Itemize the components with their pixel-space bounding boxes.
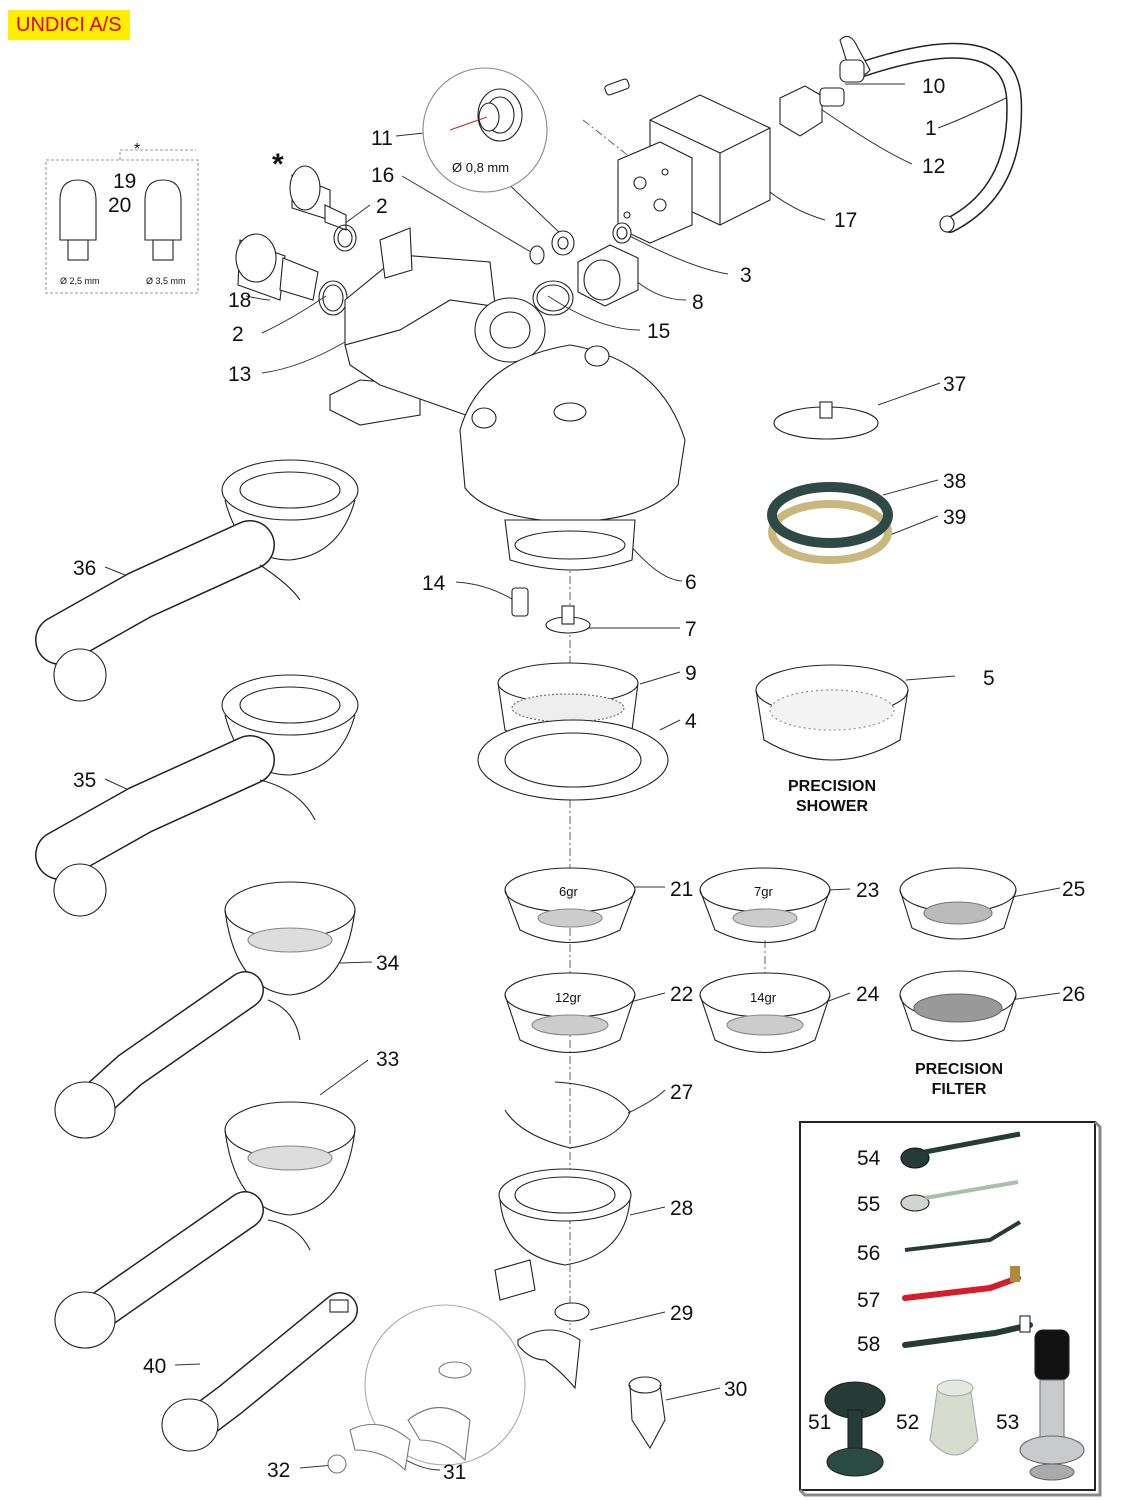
portafilter-36	[35, 459, 359, 702]
callout-20: 20	[108, 194, 132, 217]
callout-34: 34	[376, 952, 400, 975]
callout-36: 36	[73, 557, 97, 580]
callout-31: 31	[443, 1461, 467, 1484]
callout-23: 23	[856, 879, 880, 902]
jet-asterisk: *	[272, 148, 284, 181]
handle-40	[161, 1292, 358, 1452]
callout-53: 53	[996, 1411, 1020, 1434]
callout-18: 18	[228, 289, 252, 312]
callout-38: 38	[943, 470, 967, 493]
callout-3: 3	[740, 264, 752, 287]
callout-28: 28	[670, 1197, 694, 1220]
callout-30: 30	[724, 1378, 748, 1401]
gaskets-38-39	[767, 482, 893, 564]
callout-52: 52	[896, 1411, 920, 1434]
callout-57: 57	[857, 1289, 881, 1312]
callout-35: 35	[73, 769, 97, 792]
callout-21: 21	[670, 878, 694, 901]
callout-54: 54	[857, 1147, 881, 1170]
spout-30	[628, 1376, 666, 1450]
callout-10: 10	[922, 75, 946, 98]
callout-2-bottom: 2	[232, 323, 244, 346]
caption-precision-filter: PRECISION FILTER	[914, 1061, 1003, 1098]
jet-diameter-08: Ø 0,8 mm	[452, 160, 510, 175]
callout-55: 55	[857, 1193, 881, 1216]
callout-29: 29	[670, 1302, 694, 1325]
inset-asterisk: *	[134, 141, 141, 158]
group-head-6	[459, 344, 686, 571]
caption-precision-shower: PRECISION SHOWER	[787, 778, 876, 815]
callout-7: 7	[685, 618, 697, 641]
jet-diameter-35: Ø 3,5 mm	[146, 276, 186, 286]
filter-baskets	[504, 867, 1017, 1053]
callout-39: 39	[943, 506, 967, 529]
callout-5: 5	[983, 667, 995, 690]
callout-26: 26	[1062, 983, 1086, 1006]
spout-29	[517, 1302, 590, 1390]
callout-13: 13	[228, 363, 252, 386]
model-title: UNDICI A/S	[8, 10, 130, 40]
callout-27: 27	[670, 1081, 694, 1104]
fitting-12	[779, 85, 845, 137]
basket-14gr: 14gr	[750, 990, 777, 1005]
spout-housing-28	[494, 1168, 632, 1301]
callout-22: 22	[670, 983, 694, 1006]
callout-11: 11	[371, 127, 393, 150]
hose-clamp-10	[839, 35, 871, 83]
callout-37: 37	[943, 373, 967, 396]
jet-magnifier	[422, 67, 548, 193]
callout-1: 1	[925, 117, 937, 140]
portafilter-34	[54, 881, 356, 1139]
spring-27	[504, 1081, 631, 1149]
precision-shower-5	[755, 664, 909, 761]
callout-24: 24	[856, 983, 880, 1006]
callout-2-top: 2	[376, 195, 388, 218]
basket-6gr: 6gr	[559, 884, 578, 899]
jet-diameter-25: Ø 2,5 mm	[60, 276, 100, 286]
callout-6: 6	[685, 571, 697, 594]
portafilter-33	[54, 1101, 356, 1349]
jets-18-19-20	[235, 165, 357, 316]
shower-parts	[477, 587, 669, 801]
callout-16: 16	[371, 164, 395, 187]
spout-31-32	[327, 1304, 526, 1474]
solenoid-valve-17	[604, 78, 771, 244]
callout-8: 8	[692, 291, 704, 314]
callout-58: 58	[857, 1333, 881, 1356]
callout-32: 32	[267, 1459, 291, 1482]
jet-inset	[45, 149, 199, 294]
callout-51: 51	[808, 1411, 832, 1434]
callout-17: 17	[834, 209, 858, 232]
accessories-box	[798, 1120, 1102, 1497]
callout-19: 19	[113, 170, 137, 193]
basket-7gr: 7gr	[754, 884, 773, 899]
diffuser-37	[773, 401, 879, 440]
basket-12gr: 12gr	[555, 990, 582, 1005]
callout-9: 9	[685, 662, 697, 685]
callout-12: 12	[922, 155, 946, 178]
callout-56: 56	[857, 1242, 881, 1265]
small-parts	[529, 222, 639, 316]
callout-14: 14	[422, 572, 446, 595]
callout-4: 4	[685, 710, 697, 733]
callout-15: 15	[647, 320, 671, 343]
callout-25: 25	[1062, 878, 1086, 901]
callout-40: 40	[143, 1355, 167, 1378]
portafilter-35	[35, 674, 359, 917]
hose-1	[852, 42, 1023, 233]
callout-33: 33	[376, 1048, 400, 1071]
